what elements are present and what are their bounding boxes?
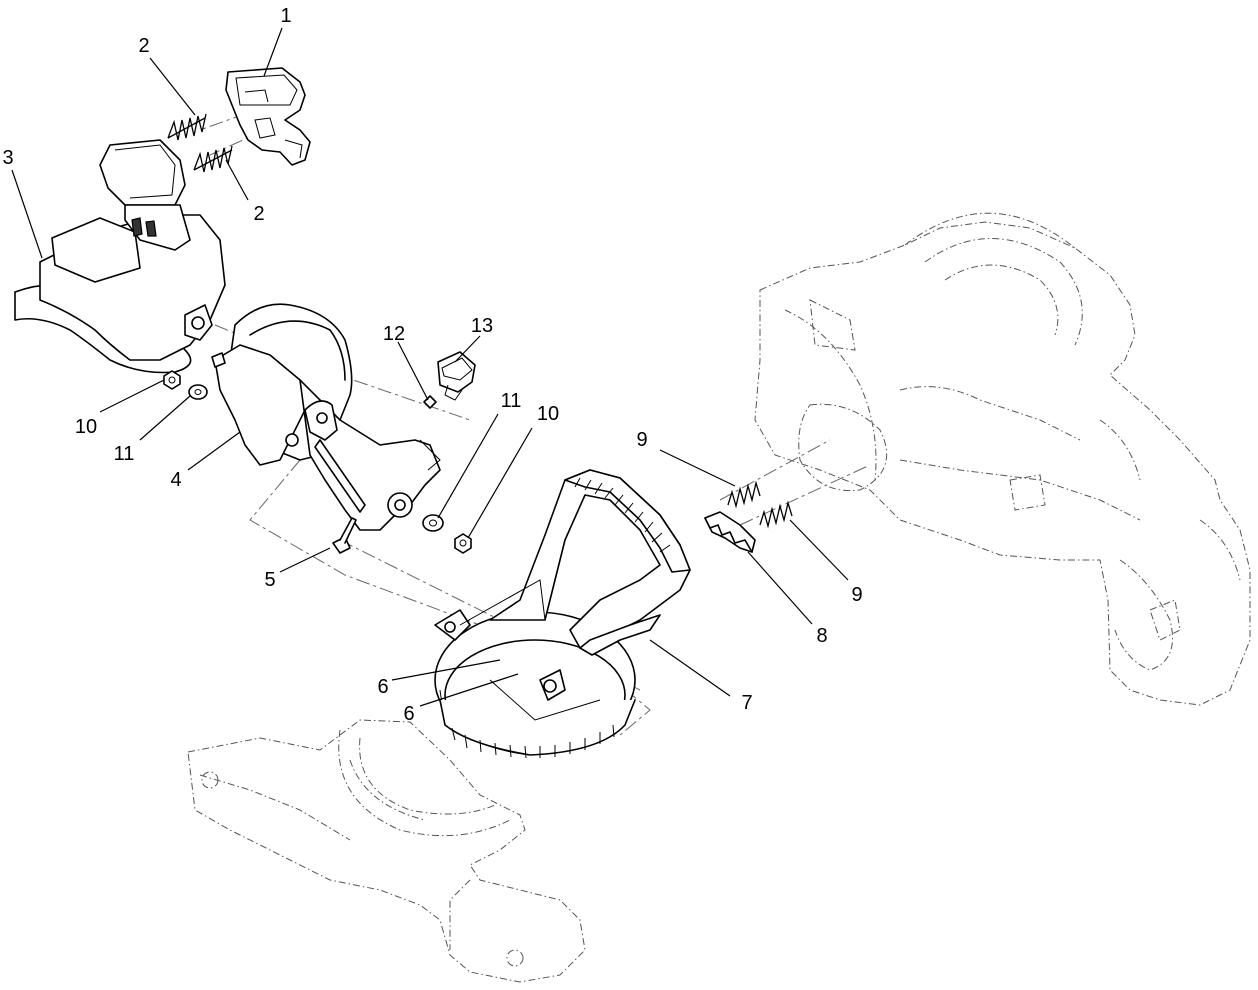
leader-13 xyxy=(454,335,481,363)
callout-11-left: 11 xyxy=(114,443,135,465)
leader-9b xyxy=(789,519,849,581)
callout-9-upper: 9 xyxy=(636,429,647,451)
leader-3 xyxy=(11,169,43,259)
callout-2-lower: 2 xyxy=(253,203,264,225)
part-11-washer-right xyxy=(422,514,444,532)
part-1-chute-handle-lever xyxy=(225,67,311,166)
callout-4: 4 xyxy=(170,469,181,491)
part-13-knob xyxy=(437,351,476,401)
callout-10-left: 10 xyxy=(75,416,97,438)
callout-6-upper: 6 xyxy=(377,676,388,698)
leader-2b xyxy=(225,159,249,201)
leader-6a xyxy=(391,659,501,681)
part-3-chute-deflector xyxy=(14,139,226,374)
leader-2a xyxy=(149,57,196,116)
leader-11b xyxy=(437,413,499,519)
chute-base-phantom xyxy=(187,719,586,983)
callout-12: 12 xyxy=(383,323,405,345)
part-12-pin xyxy=(423,395,437,409)
part-2-spring-lower xyxy=(193,145,233,173)
part-2-spring-upper xyxy=(167,113,207,141)
callout-1: 1 xyxy=(280,5,291,27)
part-7-chute-rotator xyxy=(434,469,691,759)
callout-8: 8 xyxy=(816,625,827,647)
leader-6b xyxy=(419,673,519,707)
callout-3: 3 xyxy=(2,147,13,169)
part-9-spring-lower xyxy=(759,500,793,529)
part-11-washer-left xyxy=(188,384,208,400)
callout-13: 13 xyxy=(471,315,493,337)
leader-12 xyxy=(397,341,429,401)
leader-7 xyxy=(649,639,731,697)
part-4-chute xyxy=(211,303,441,531)
part-5-carriage-bolt xyxy=(332,517,357,554)
callout-labels: 1 2 2 3 4 5 6 6 7 8 9 9 10 10 11 11 12 1… xyxy=(2,5,862,725)
part-10-nut-left xyxy=(163,370,181,390)
callout-10-right: 10 xyxy=(537,403,559,425)
callout-11-right: 11 xyxy=(501,390,522,412)
leader-8 xyxy=(747,551,813,625)
part-9-spring-upper xyxy=(727,480,761,509)
leader-1 xyxy=(263,27,283,77)
callout-7: 7 xyxy=(741,692,752,714)
callout-6-lower: 6 xyxy=(403,703,414,725)
leader-lines xyxy=(11,27,849,707)
leader-11a xyxy=(139,395,191,441)
leader-10a xyxy=(99,379,165,413)
leader-5 xyxy=(279,547,331,573)
leader-9a xyxy=(659,449,736,487)
leader-4 xyxy=(187,431,241,471)
callout-9-lower: 9 xyxy=(851,584,862,606)
part-8-chute-clip xyxy=(704,511,756,553)
housing-phantom xyxy=(754,212,1251,706)
part-10-nut-right xyxy=(454,533,472,554)
leader-10b xyxy=(467,427,533,539)
callout-2-upper: 2 xyxy=(138,35,149,57)
callout-5: 5 xyxy=(264,569,275,591)
